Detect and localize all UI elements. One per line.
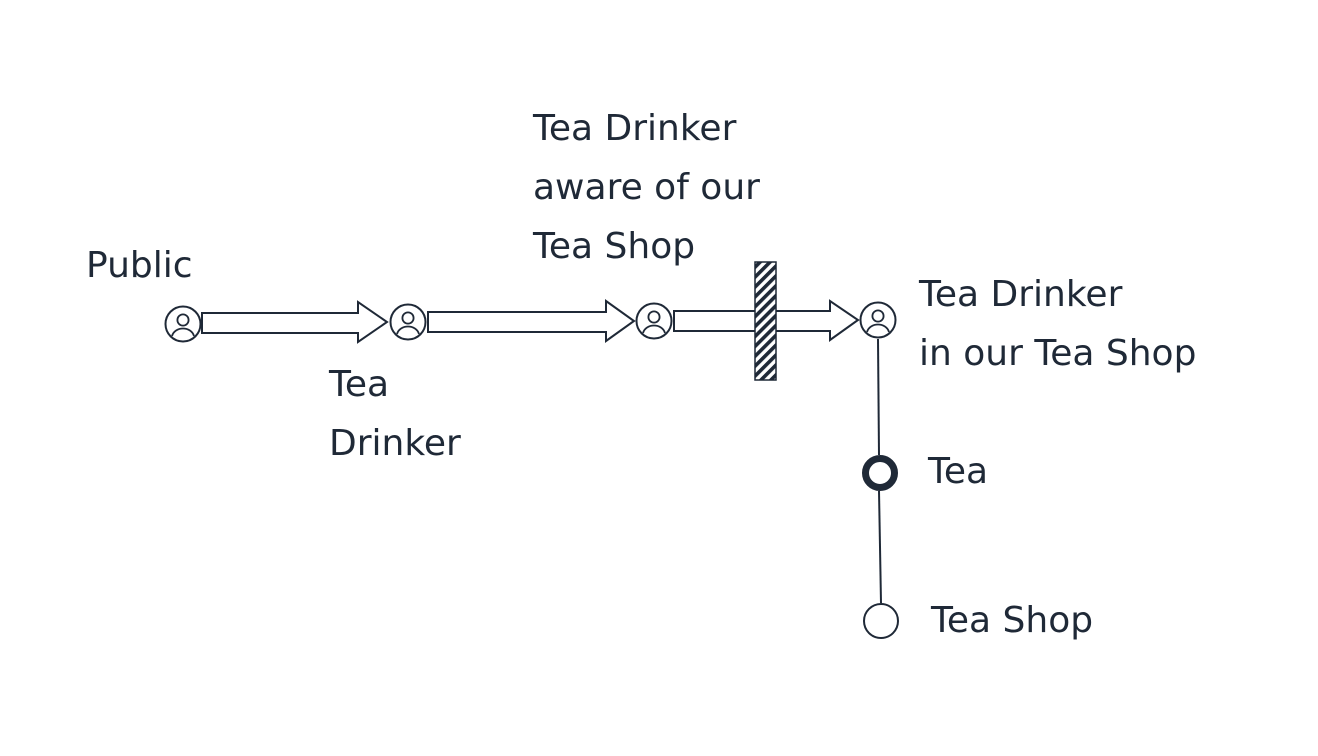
arrow-public-to-tea-drinker: [201, 300, 389, 344]
person-icon: [164, 305, 202, 343]
connector-line: [878, 490, 882, 604]
arrow-right-icon: [427, 299, 636, 343]
hatched-barrier-icon: [754, 261, 777, 381]
arrow-tea-drinker-to-aware: [427, 299, 636, 343]
person-icon: [859, 301, 897, 339]
actor-label-tea-drinker: Tea Drinker: [329, 364, 461, 464]
person-icon: [635, 302, 673, 340]
attribute-label-tea-shop: Tea Shop: [931, 600, 1094, 641]
actor-label-tea-drinker-in-shop: Tea Drinker in our Tea Shop: [919, 274, 1197, 374]
attribute-label-tea: Tea: [928, 451, 989, 492]
actor-label-public: Public: [86, 245, 193, 286]
arrow-right-icon: [201, 300, 389, 344]
attribute-node-tea-shop: [863, 603, 899, 639]
connector-line: [877, 338, 880, 456]
person-icon: [389, 303, 427, 341]
actor-label-tea-drinker-aware: Tea Drinker aware of our Tea Shop: [533, 108, 760, 267]
attribute-node-tea: [862, 455, 898, 491]
